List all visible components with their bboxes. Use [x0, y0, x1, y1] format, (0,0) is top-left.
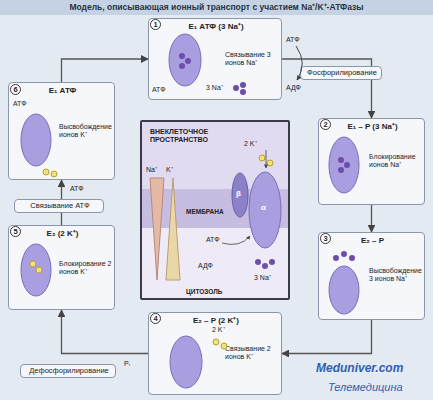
process-label-box: Дефосфорилирование	[20, 364, 116, 378]
process-label-box: Фосфорилирование	[300, 66, 382, 80]
callout-number: 3	[320, 233, 331, 244]
ion-label: K⁺	[166, 166, 173, 174]
ion-label: АТФ	[286, 36, 300, 44]
ion-label: АТФ	[152, 86, 166, 94]
node-text: Связывание 2 ионов K⁺	[225, 345, 281, 361]
state-heading: E₁ АТФ (3 Na⁺)	[149, 22, 283, 31]
node-text: МЕМБРАНА	[186, 208, 236, 215]
ion-label: АТФ	[206, 236, 220, 244]
watermark: Телемедицина	[328, 381, 403, 393]
callout-number: 1	[150, 19, 161, 30]
state-heading: E₂ (2 K⁺)	[9, 229, 116, 238]
diagram-title: Модель, описывающая ионный транспорт с у…	[0, 0, 433, 15]
callout-number: 2	[320, 119, 331, 130]
subunit-label: β	[236, 190, 241, 199]
callout-number: 5	[10, 226, 21, 237]
subunit-label: α	[261, 204, 266, 213]
process-label-box: Связывание АТФ	[14, 199, 104, 213]
cycle-arrow	[62, 59, 149, 82]
state-box: E₁ АТФ Высвобождение ионов K⁺	[8, 82, 115, 180]
state-box: E₂ – P (2 K⁺) Связывание 2 ионов K⁺	[148, 312, 282, 395]
node-text: Фосфорилирование	[301, 69, 383, 78]
ion-label: АТФ	[13, 100, 27, 108]
cycle-arrow	[62, 310, 149, 354]
state-heading: E₂ – P (2 K⁺)	[149, 316, 283, 325]
state-heading: E₁ – P (3 Na⁺)	[319, 122, 426, 131]
cycle-arrow	[371, 205, 372, 232]
cycle-arrow	[282, 320, 372, 354]
ion-label: АДФ	[198, 262, 213, 270]
state-heading: E₂ – P	[319, 236, 426, 245]
ion-label: Pᵢ	[124, 360, 130, 368]
node-text: Связывание 3 ионов Na⁺	[225, 51, 281, 67]
node-text: Блокирование 2 ионов K⁺	[59, 260, 115, 276]
ion-label: Na⁺	[146, 166, 157, 174]
ion-label: 2 K⁺	[244, 140, 257, 148]
node-text: ВНЕКЛЕТОЧНОЕ ПРОСТРАНСТВО	[150, 128, 250, 144]
ion-label: 2 K⁺	[212, 326, 225, 334]
membrane-panel: ВНЕКЛЕТОЧНОЕ ПРОСТРАНСТВО МЕМБРАНА ЦИТОЗОЛ…	[140, 120, 290, 300]
ion-label: 3 Na⁺	[254, 274, 271, 282]
watermark: Meduniver.com	[316, 362, 403, 375]
node-text: Блокирование ионов Na⁺	[369, 153, 425, 169]
ion-label: 3 Na⁺	[206, 84, 223, 92]
state-heading: E₁ АТФ	[9, 86, 116, 95]
ion-label: АДФ	[286, 84, 301, 92]
node-text: Дефосфорилирование	[21, 367, 117, 376]
callout-number: 6	[10, 84, 21, 95]
state-box: E₁ – P (3 Na⁺) Блокирование ионов Na⁺	[318, 118, 425, 205]
node-text: Высвобождение ионов K⁺	[59, 123, 115, 139]
callout-number: 4	[150, 313, 161, 324]
ion-label: АТФ	[70, 185, 84, 193]
state-box: E₂ – P Высвобождение 3 ионов Na⁺	[318, 232, 425, 320]
state-box: E₂ (2 K⁺) Блокирование 2 ионов K⁺	[8, 225, 115, 310]
node-text: ЦИТОЗОЛЬ	[186, 288, 246, 295]
node-text: Связывание АТФ	[15, 202, 105, 211]
node-text: Высвобождение 3 ионов Na⁺	[369, 267, 425, 283]
